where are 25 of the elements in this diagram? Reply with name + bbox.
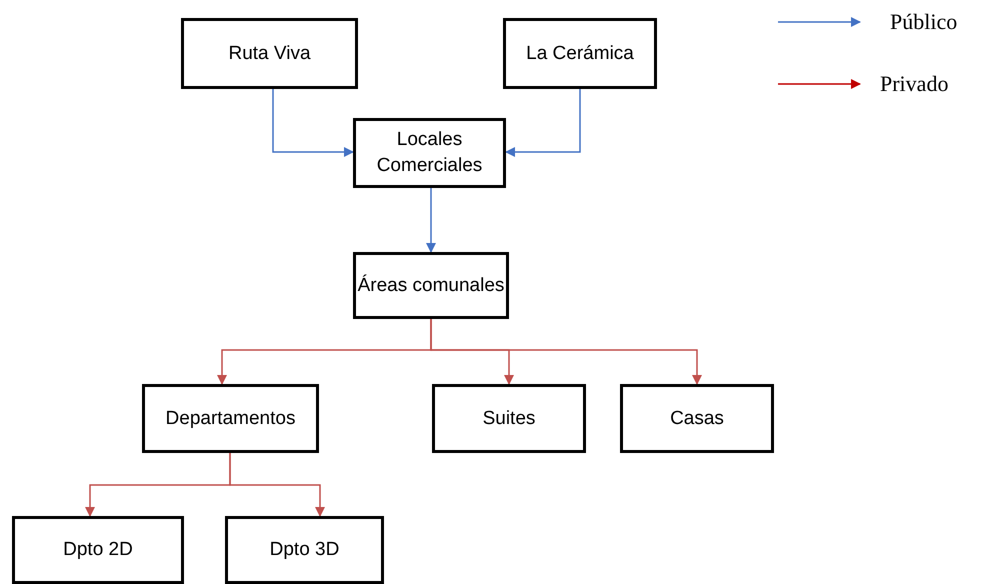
box-label: Dpto 2D xyxy=(63,538,133,562)
arrow xyxy=(229,453,325,517)
process-box xyxy=(353,118,506,188)
legend-label: Privado xyxy=(880,71,948,97)
box-label: Ruta Viva xyxy=(228,42,311,66)
process-box xyxy=(142,384,319,453)
arrow xyxy=(272,89,354,157)
arrow xyxy=(505,89,581,157)
box-label: Dpto 3D xyxy=(270,538,340,562)
process-box xyxy=(620,384,774,453)
process-box xyxy=(181,18,358,89)
box-label: Locales Comerciales xyxy=(376,128,484,178)
box-label: Áreas comunales xyxy=(358,274,504,298)
box-label: Suites xyxy=(482,406,536,431)
arrow xyxy=(430,319,702,385)
box-label: Departamentos xyxy=(166,406,296,431)
process-box xyxy=(503,18,657,89)
process-box xyxy=(432,384,586,453)
process-box xyxy=(225,516,384,584)
box-label: La Cerámica xyxy=(526,42,634,66)
legend-label: Público xyxy=(890,9,958,35)
box-label: Casas xyxy=(670,406,724,431)
process-box xyxy=(12,516,184,584)
arrow xyxy=(426,188,436,253)
process-box xyxy=(353,252,509,319)
